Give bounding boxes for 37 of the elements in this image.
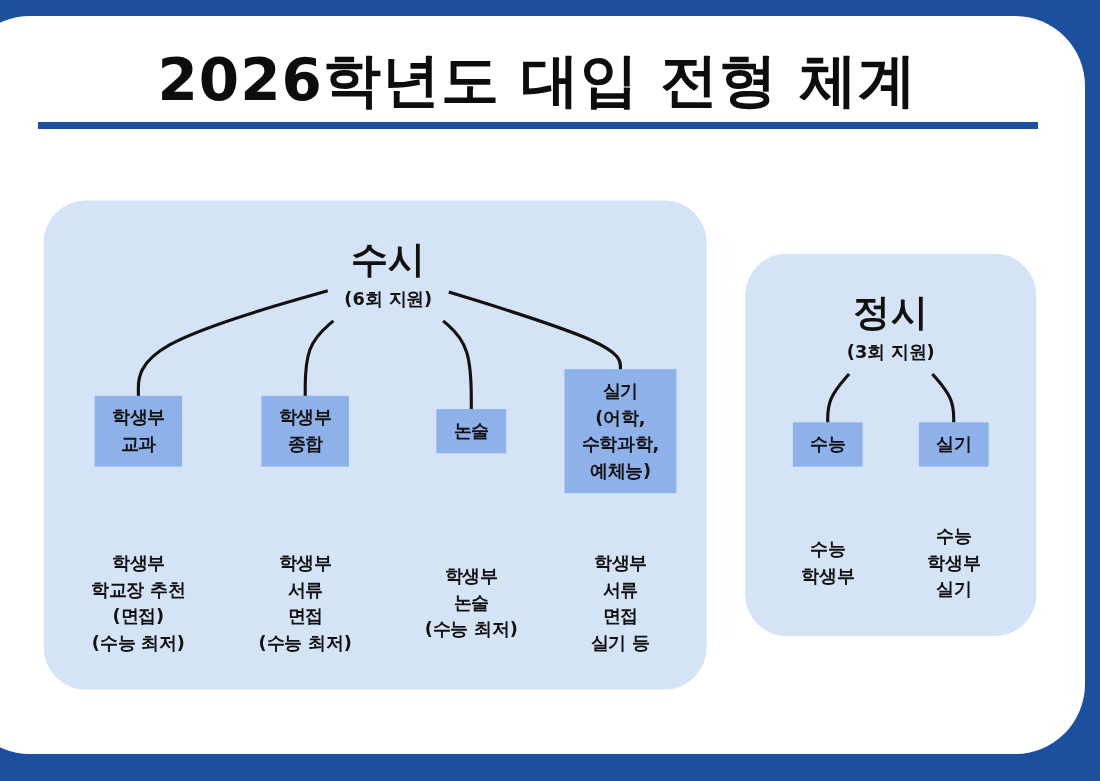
node-label: 실기 등: [590, 631, 651, 653]
node-box: 논술: [436, 409, 507, 454]
node-label: 학생부: [278, 552, 332, 573]
node-label: 학생부: [593, 552, 647, 573]
connector: [303, 319, 335, 397]
node-label: 학교장 추천: [91, 578, 186, 600]
node-label: (수능 최저): [424, 618, 518, 640]
node-label: 학생부: [927, 552, 981, 573]
node-box: 실기 (어학, 수학과학, 예체능): [564, 369, 677, 494]
node-label: 수능: [810, 538, 846, 560]
node-label: 서류: [602, 578, 639, 600]
node-text: 정시 (3회 지원): [846, 291, 935, 362]
node-label: 수능: [936, 525, 972, 547]
node-box: 실기: [918, 422, 989, 467]
connector: [448, 290, 622, 370]
cluster: [745, 253, 1037, 637]
node-label: (면접): [112, 605, 165, 626]
node-box: 학생부 교과: [94, 395, 183, 467]
node-label: 서류: [287, 578, 323, 600]
node-label: (수능 최저): [91, 631, 185, 653]
node-label: 실기: [936, 578, 972, 600]
node-label: 논술: [453, 591, 489, 613]
node-box: 학생부 종합: [261, 395, 349, 467]
node-label: 면접: [602, 605, 639, 626]
node-label: (수능 최저): [258, 631, 352, 653]
connector: [136, 289, 329, 397]
node-label: 학생부: [801, 565, 855, 587]
connector: [931, 372, 956, 423]
cluster: [43, 200, 707, 690]
title: 2026학년도 대입 전형 체계: [156, 45, 919, 116]
node-text: 수시 (6회 지원): [344, 238, 433, 309]
node-label: 면접: [287, 605, 323, 626]
node-box: 수능: [792, 422, 863, 467]
connector: [826, 372, 851, 423]
node-label: 학생부: [111, 552, 165, 573]
connector: [442, 319, 473, 410]
node-label: 학생부: [444, 565, 498, 587]
